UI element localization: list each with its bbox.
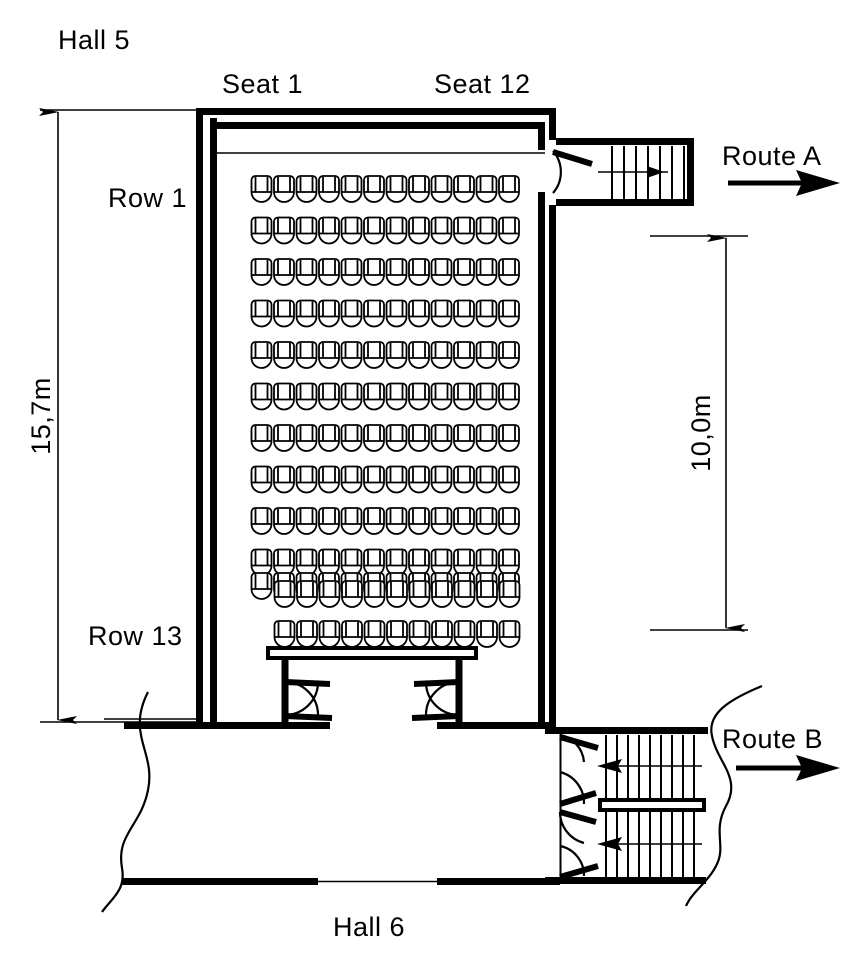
route-b-lower-treads [605, 812, 695, 878]
route-b-marker: Route B [722, 724, 840, 781]
seat-row [250, 299, 520, 328]
route-b-door-4 [559, 844, 599, 880]
seat-row [250, 175, 520, 203]
vestibule-walls [104, 658, 556, 729]
row-13-label: Row 13 [88, 621, 183, 651]
route-b-door-3 [558, 809, 597, 845]
seat-row [273, 580, 521, 608]
route-b-flow-arrow [736, 755, 840, 781]
route-a-flow-arrow [728, 170, 840, 196]
seat-row [250, 341, 520, 369]
seat-row [250, 507, 520, 535]
seat-row [250, 216, 520, 245]
seat-1-label: Seat 1 [222, 69, 303, 99]
route-a-stair-direction-arrow [598, 166, 668, 178]
route-a-corridor [552, 138, 694, 206]
vestibule-door-right-upper [413, 679, 460, 717]
route-b-door-1 [559, 733, 599, 763]
seating-front-partition [266, 646, 478, 660]
seat-row [250, 258, 520, 286]
hall-6-label: Hall 6 [333, 912, 405, 942]
seat-row [250, 382, 520, 411]
vestibule-door-right-lower [411, 680, 460, 721]
route-b-upper-treads [605, 735, 695, 800]
room-walls [196, 108, 556, 730]
route-b-door-2 [559, 770, 597, 807]
route-b-upper-direction-arrow [597, 759, 702, 773]
hall-5-label: Hall 5 [58, 25, 130, 55]
break-lines [101, 684, 763, 913]
route-a-marker: Route A [722, 141, 840, 196]
dimension-15-7m-label: 15,7m [26, 377, 56, 455]
route-a-label: Route A [722, 141, 822, 171]
route-b-lower-direction-arrow [597, 837, 702, 851]
vestibule-door-left-lower [284, 680, 333, 721]
route-a-door [552, 149, 593, 194]
seat-12-label: Seat 12 [434, 69, 531, 99]
vestibule-door-left-upper [284, 679, 331, 717]
row-1-label: Row 1 [108, 183, 187, 213]
route-b-label: Route B [722, 724, 823, 754]
route-b-stairwell [545, 727, 708, 884]
seat-row [250, 548, 520, 577]
seat-row [250, 465, 520, 494]
dimension-10-0m-label: 10,0m [686, 394, 716, 472]
seat-row [273, 620, 521, 648]
seat-row [250, 424, 520, 452]
dimension-10-0m: 10,0m [650, 234, 748, 632]
dimension-15-7m: 15,7m [26, 108, 196, 724]
seating-block [250, 175, 521, 648]
